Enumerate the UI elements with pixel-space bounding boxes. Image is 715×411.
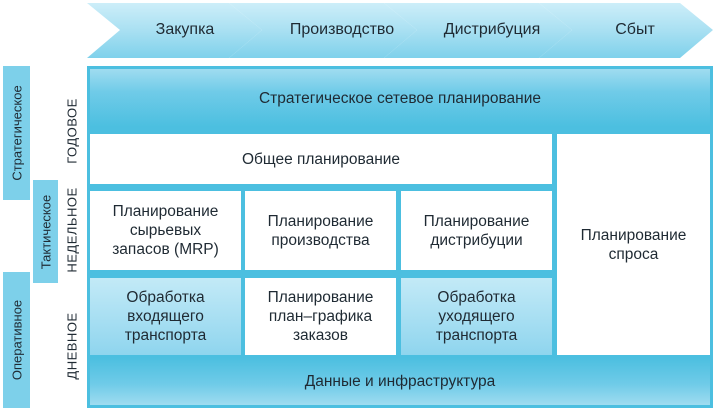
process-chevrons bbox=[87, 3, 713, 58]
block-outbound-transport: Обработка уходящего транспорта bbox=[401, 278, 552, 355]
horizon-yearly: ГОДОВОЕ bbox=[64, 98, 80, 164]
level-tag-strategic: Стратегическое bbox=[3, 66, 30, 200]
horizon-weekly: НЕДЕЛЬНОЕ bbox=[64, 187, 80, 273]
block-mrp-planning: Планирование сырьевых запасов (MRP) bbox=[90, 191, 241, 270]
stage-label-sales: Сбыт bbox=[615, 21, 655, 38]
level-tag-tactical: Тактическое bbox=[33, 180, 58, 283]
chevron-stage-1 bbox=[87, 3, 262, 58]
block-distribution-planning: Планирование дистрибуции bbox=[401, 191, 552, 270]
block-demand-planning: Планирование спроса bbox=[557, 134, 710, 355]
stage-label-production: Производство bbox=[289, 21, 395, 38]
level-label-operational: Оперативное bbox=[9, 299, 24, 381]
level-label-strategic: Стратегическое bbox=[9, 85, 24, 181]
level-label-tactical: Тактическое bbox=[38, 194, 53, 269]
block-strategic-network-planning: Стратегическое сетевое планирование bbox=[90, 69, 710, 127]
block-order-scheduling: Планирование план–графика заказов bbox=[245, 278, 396, 355]
block-data-infrastructure: Данные и инфраструктура bbox=[90, 358, 710, 405]
level-tag-operational: Оперативное bbox=[3, 272, 30, 408]
horizon-daily: ДНЕВНОЕ bbox=[64, 312, 80, 380]
chevron-stage-2 bbox=[229, 3, 417, 58]
chevron-stage-4 bbox=[539, 3, 713, 58]
stage-label-procurement: Закупка bbox=[155, 21, 215, 38]
block-inbound-transport: Обработка входящего транспорта bbox=[90, 278, 241, 355]
chevron-stage-3 bbox=[384, 3, 572, 58]
block-general-planning: Общее планирование bbox=[90, 134, 552, 184]
block-production-planning: Планирование производства bbox=[245, 191, 396, 270]
stage-label-distribution: Дистрибуция bbox=[443, 21, 541, 38]
